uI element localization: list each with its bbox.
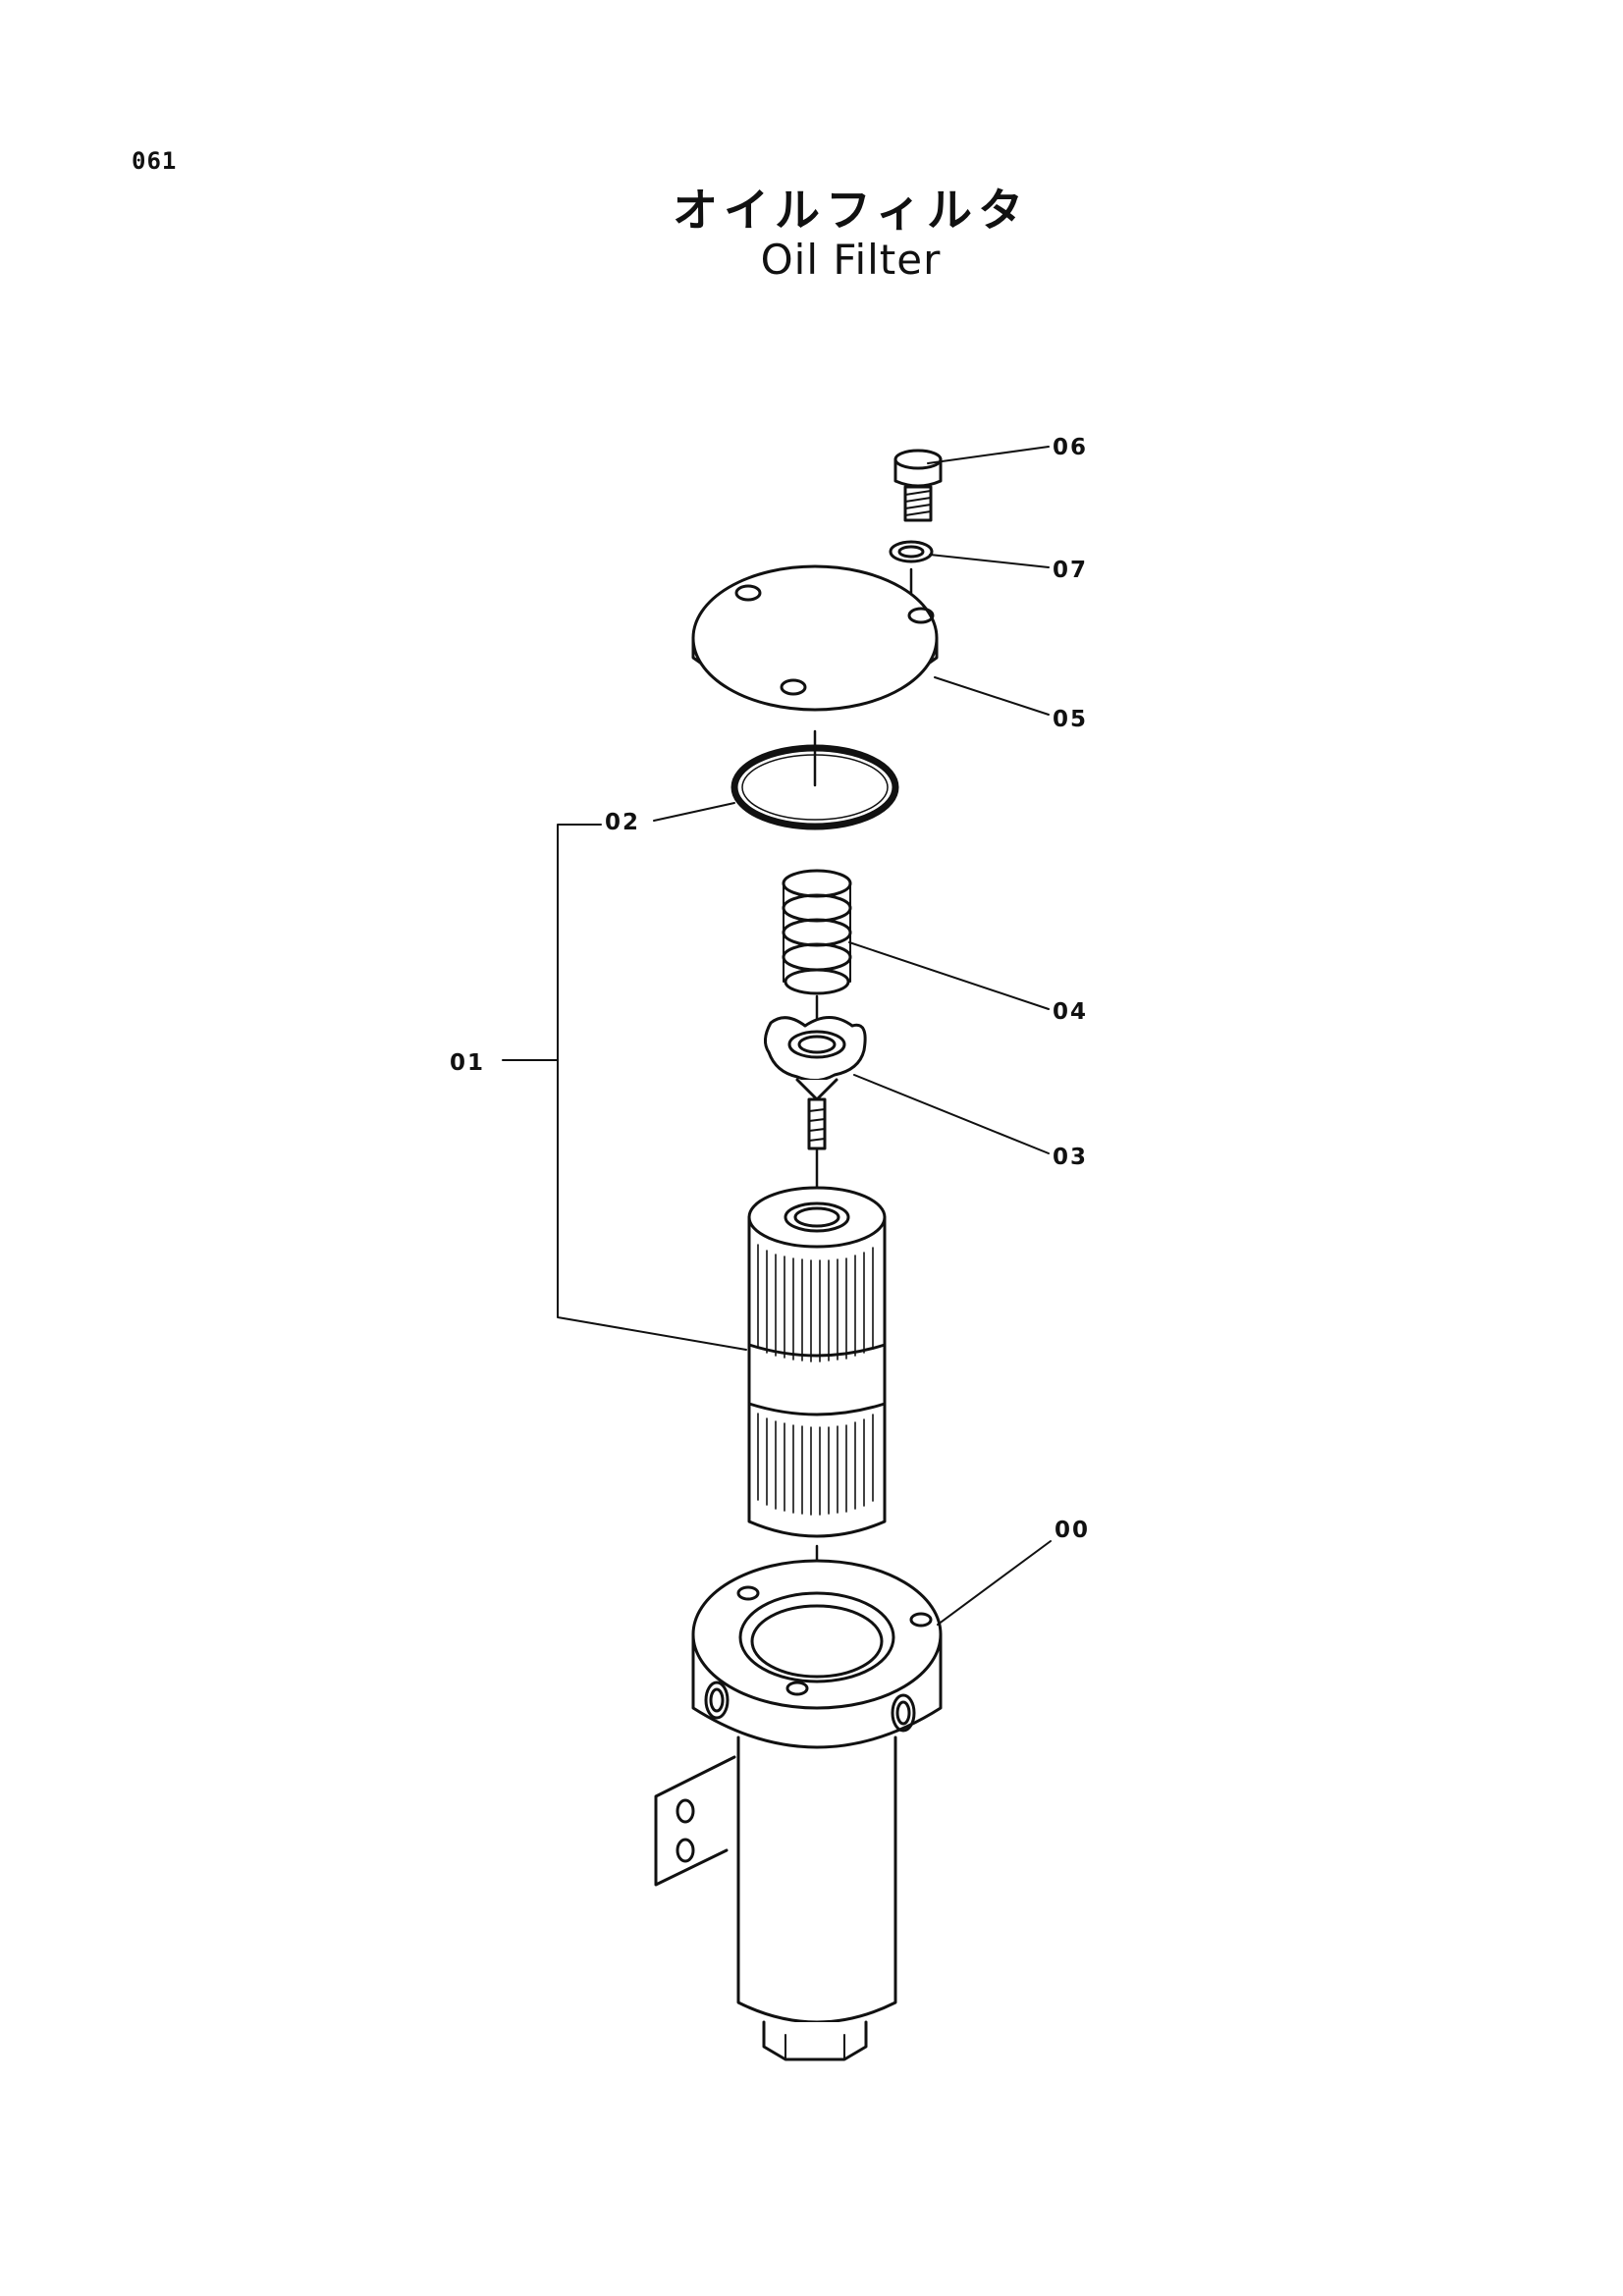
bolt-part-06 <box>893 449 943 522</box>
o-ring-part-02 <box>730 729 899 830</box>
washer-part-07 <box>889 540 934 603</box>
label-00: 00 <box>1055 1518 1090 1543</box>
title-japanese: オイルフィルタ <box>672 184 1030 237</box>
page-number: 061 <box>132 147 178 175</box>
title-english: Oil Filter <box>760 236 942 284</box>
cover-plate-part-05 <box>691 564 939 712</box>
valve-part-03 <box>764 1016 867 1190</box>
label-03: 03 <box>1053 1145 1088 1170</box>
label-05: 05 <box>1053 707 1088 732</box>
spring-part-04 <box>782 869 852 1028</box>
part-labels: 06 07 05 02 01 04 03 00 <box>450 435 1090 1543</box>
filter-element <box>747 1186 887 1636</box>
label-04: 04 <box>1053 999 1088 1025</box>
label-02: 02 <box>605 810 640 835</box>
label-06: 06 <box>1053 435 1088 460</box>
label-07: 07 <box>1053 558 1088 583</box>
label-01: 01 <box>450 1050 485 1076</box>
housing-part-00 <box>654 1559 943 2061</box>
leader-lines <box>502 446 1052 1626</box>
